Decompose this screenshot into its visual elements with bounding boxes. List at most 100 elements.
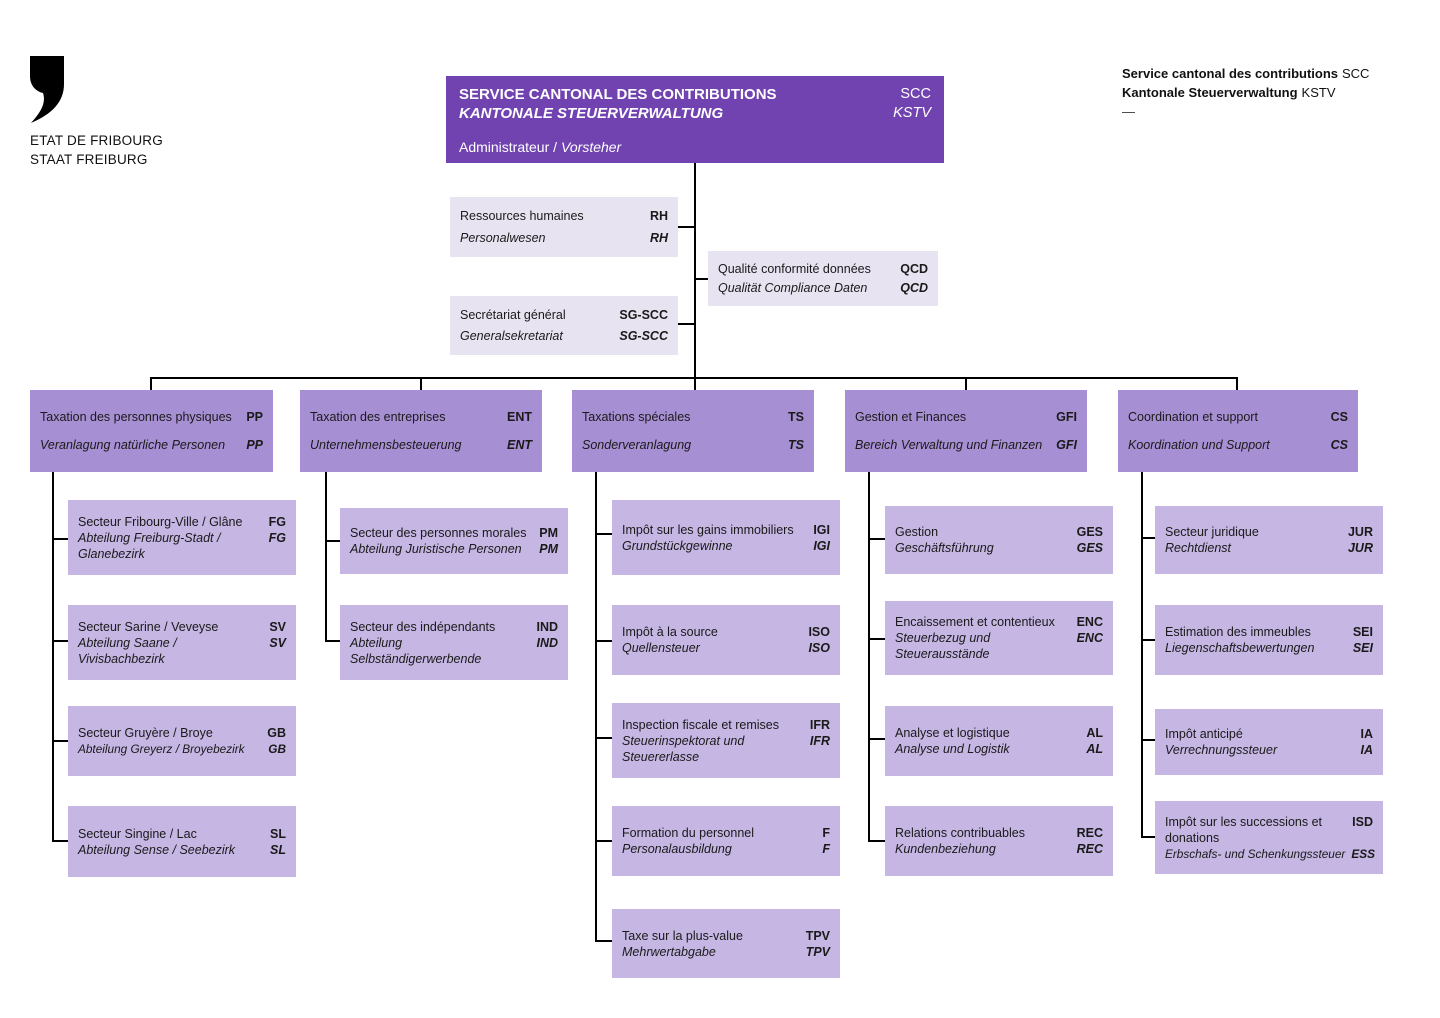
unit-abbr-fr: IND: [536, 619, 558, 634]
unit-name-fr: Estimation des immeubles: [1165, 625, 1311, 639]
root-name-fr: SERVICE CANTONAL DES CONTRIBUTIONS: [459, 86, 777, 103]
unit-box-tpv: Taxe sur la plus-value TPV Mehrwertabgab…: [612, 909, 840, 978]
unit-name-fr: Impôt sur les successions et donations: [1165, 814, 1323, 845]
branch-box-ts: Taxations spéciales TS Sonderveranlagung…: [572, 390, 814, 472]
unit-abbr-fr: REC: [1076, 826, 1103, 840]
unit-abbr-fr: ENC: [1076, 615, 1103, 629]
unit-name-de: Abteilung Freiburg-Stadt / Glanebezirk: [78, 530, 221, 561]
connector-child-stub-sei: [1141, 639, 1155, 641]
unit-abbr-fr: JUR: [1347, 525, 1373, 539]
unit-name-de: Abteilung Selbständigerwerbende: [350, 635, 482, 666]
unit-name-de: Unternehmensbesteuerung: [310, 438, 462, 453]
unit-box-al: Analyse et logistique AL Analyse und Log…: [885, 706, 1113, 776]
unit-row-de: Erbschafs- und Schenkungssteuer ESS: [1165, 846, 1375, 862]
connector-child-stub-al: [868, 738, 885, 740]
unit-name-fr: Inspection fiscale et remises: [622, 717, 780, 732]
unit-abbr-de: PM: [539, 542, 558, 556]
unit-abbr-de: GFI: [1056, 438, 1077, 453]
unit-row-fr: Secteur des indépendants IND: [350, 619, 558, 635]
unit-name-de: Generalsekretariat: [460, 329, 563, 343]
connector-trunk: [694, 163, 696, 390]
unit-name-de: Abteilung Greyerz / Broyebezirk: [78, 742, 245, 756]
unit-name-fr: Taxation des personnes physiques: [40, 409, 232, 424]
unit-name-de: Verrechnungssteuer: [1165, 743, 1278, 757]
unit-abbr-de: ESS: [1351, 846, 1375, 861]
unit-name-fr: Secteur Sarine / Veveyse: [78, 619, 219, 634]
connector-child-stub-pm: [325, 540, 340, 542]
staff-box-rh: Ressources humaines RH Personalwesen RH: [450, 197, 678, 257]
root-abbr-de: KSTV: [893, 105, 931, 121]
unit-row-fr: Ressources humaines RH: [460, 208, 668, 224]
unit-row-de: Generalsekretariat SG-SCC: [460, 328, 668, 344]
unit-box-iso: Impôt à la source ISO Quellensteuer ISO: [612, 605, 840, 675]
unit-abbr-de: TS: [788, 438, 804, 453]
unit-name-de: Steuerbezug und Steuerausstände: [895, 631, 991, 661]
unit-row-fr: Taxe sur la plus-value TPV: [622, 928, 830, 944]
unit-name-fr: Secteur juridique: [1165, 525, 1259, 539]
connector-drop-cs: [1141, 472, 1143, 838]
unit-name-fr: Impôt à la source: [622, 625, 718, 639]
unit-abbr-fr: ISO: [808, 625, 830, 639]
unit-name-fr: Ressources humaines: [460, 209, 584, 224]
unit-box-ifr: Inspection fiscale et remises IFR Steuer…: [612, 703, 840, 778]
caption-dash: —: [1122, 104, 1135, 119]
unit-row-de: Abteilung Sense / Seebezirk SL: [78, 842, 286, 858]
unit-name-de: Liegenschaftsbewertungen: [1165, 641, 1315, 655]
unit-name-de: Koordination und Support: [1128, 438, 1270, 453]
unit-abbr-fr: RH: [649, 209, 668, 224]
unit-row-de: Grundstückgewinne IGI: [622, 538, 830, 554]
unit-row-de: Abteilung Saane / Vivisbachbezirk SV: [78, 635, 286, 667]
unit-box-sv: Secteur Sarine / Veveyse SV Abteilung Sa…: [68, 605, 296, 680]
unit-abbr-fr: GB: [267, 726, 286, 740]
unit-row-de: Kundenbeziehung REC: [895, 841, 1103, 857]
unit-box-ind: Secteur des indépendants IND Abteilung S…: [340, 605, 568, 680]
connector-child-stub-enc: [868, 638, 885, 640]
unit-row-de: Bereich Verwaltung und Finanzen GFI: [855, 437, 1077, 453]
unit-box-enc: Encaissement et contentieux ENC Steuerbe…: [885, 601, 1113, 675]
unit-box-f: Formation du personnel F Personalausbild…: [612, 806, 840, 876]
root-row-de: KANTONALE STEUERVERWALTUNG KSTV: [459, 104, 931, 123]
unit-name-fr: Taxe sur la plus-value: [622, 928, 743, 943]
unit-name-fr: Secteur Singine / Lac: [78, 826, 197, 841]
connector-branch-bar: [150, 377, 1238, 379]
staff-box-sg-scc: Secrétariat général SG-SCC Generalsekret…: [450, 296, 678, 355]
unit-row-fr: Analyse et logistique AL: [895, 725, 1103, 741]
unit-name-fr: Impôt anticipé: [1165, 727, 1243, 741]
connector-child-stub-fg: [52, 538, 68, 540]
unit-row-de: Liegenschaftsbewertungen SEI: [1165, 640, 1373, 656]
unit-name-de: Qualität Compliance Daten: [718, 281, 868, 296]
unit-abbr-de: IND: [536, 635, 558, 650]
connector-child-stub-tpv: [595, 940, 612, 942]
unit-name-fr: Taxations spéciales: [582, 409, 691, 424]
unit-row-fr: Secteur des personnes morales PM: [350, 525, 558, 541]
unit-abbr-fr: SL: [270, 826, 286, 841]
unit-name-de: Kundenbeziehung: [895, 842, 996, 856]
unit-abbr-fr: PP: [246, 409, 263, 424]
unit-abbr-de: SG-SCC: [619, 329, 668, 343]
unit-name-fr: Coordination et support: [1128, 409, 1258, 424]
unit-abbr-de: IA: [1360, 743, 1374, 757]
unit-row-de: Unternehmensbesteuerung ENT: [310, 437, 532, 453]
unit-row-fr: Taxations spéciales TS: [582, 409, 804, 425]
root-row-fr: SERVICE CANTONAL DES CONTRIBUTIONS SCC: [459, 85, 931, 104]
connector-drop-gfi: [868, 472, 870, 840]
unit-row-fr: Coordination et support CS: [1128, 409, 1348, 425]
connector-sg-stub: [678, 323, 695, 325]
unit-abbr-de: JUR: [1347, 541, 1373, 555]
connector-child-stub-ind: [325, 640, 340, 642]
unit-name-fr: Secteur Fribourg-Ville / Glâne: [78, 514, 243, 529]
connector-child-stub-igi: [595, 533, 612, 535]
connector-qcd-stub: [694, 278, 708, 280]
unit-row-fr: Secteur Sarine / Veveyse SV: [78, 619, 286, 635]
unit-abbr-de: GB: [268, 742, 286, 756]
unit-box-sl: Secteur Singine / Lac SL Abteilung Sense…: [68, 806, 296, 877]
unit-abbr-fr: GES: [1076, 525, 1103, 539]
unit-abbr-fr: CS: [1330, 409, 1348, 424]
unit-abbr-de: ISO: [808, 641, 830, 655]
unit-abbr-fr: PM: [539, 526, 558, 540]
connector-drop-ts: [595, 472, 597, 942]
root-abbr-fr: SCC: [900, 86, 931, 102]
unit-name-de: Grundstückgewinne: [622, 538, 733, 553]
